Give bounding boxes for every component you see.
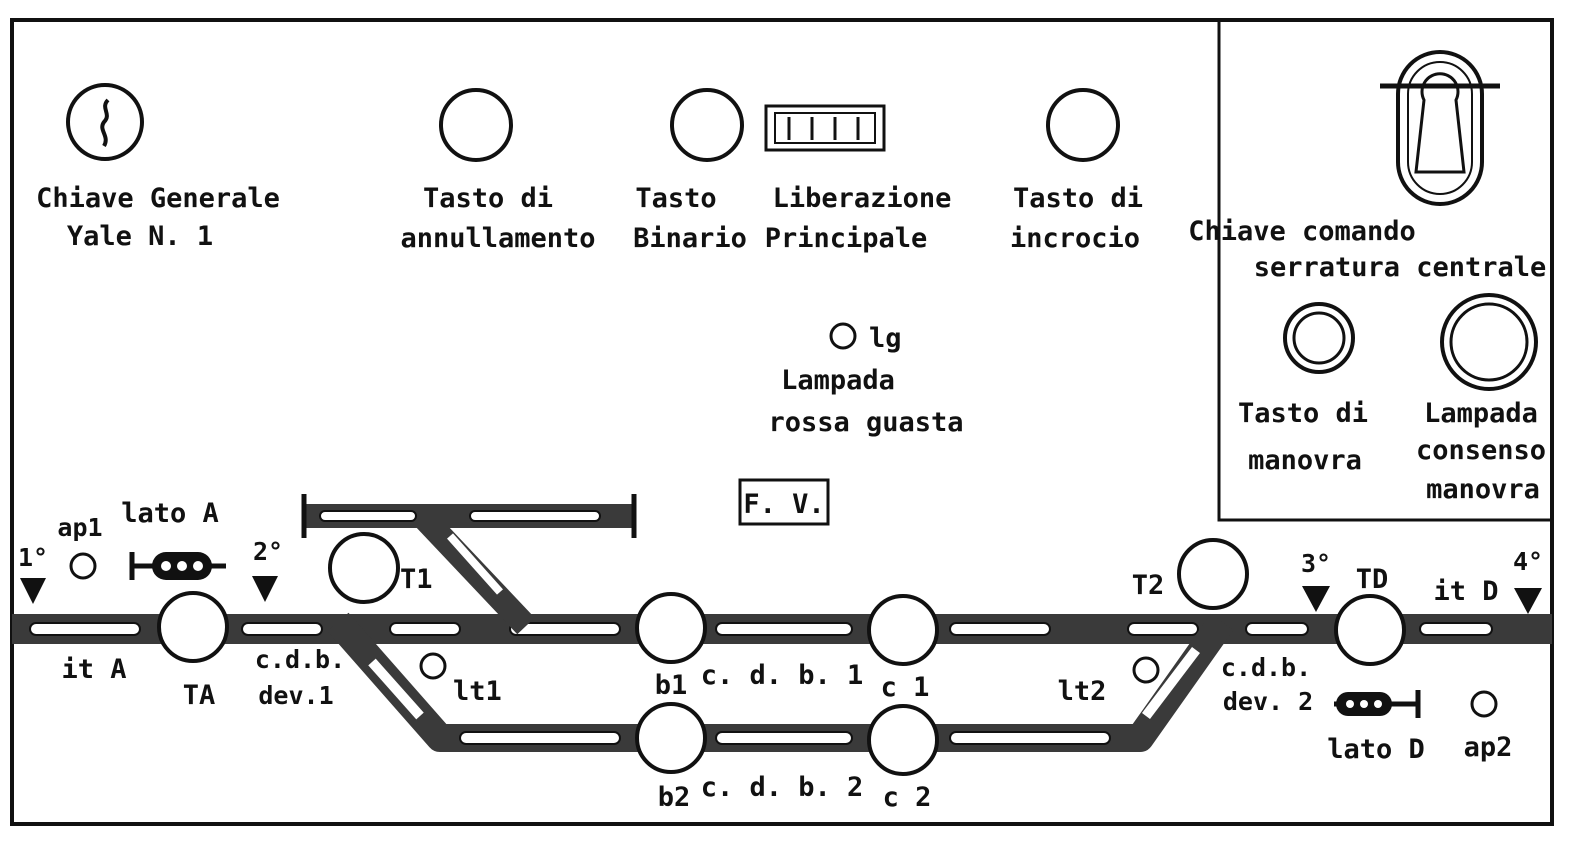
it-d-label: it D xyxy=(1433,576,1498,607)
lampada-consenso-label-1: Lampada xyxy=(1424,398,1538,429)
chiave-comando-label-1a: Chiave comando xyxy=(1188,216,1416,247)
signal-4-icon xyxy=(1514,588,1542,614)
button-c2 xyxy=(867,704,939,776)
lt1-label: lt1 xyxy=(453,676,502,707)
signal-2-icon xyxy=(252,576,278,602)
button-c1 xyxy=(867,594,939,666)
button-t1 xyxy=(328,532,400,604)
loop-track xyxy=(327,612,1234,752)
chiave-comando-label-2: serratura centrale xyxy=(1254,252,1547,283)
tasto-incrocio[interactable]: Tasto di incrocio xyxy=(1010,88,1143,254)
chiave-generale[interactable]: Chiave Generale Yale N. 1 xyxy=(36,83,280,252)
t1-label: T1 xyxy=(400,564,433,595)
lampada-guasta-label-1: Lampada xyxy=(781,365,895,396)
lato-d-label: lato D xyxy=(1327,734,1425,765)
fv-label: F. V. xyxy=(743,489,824,520)
signal-3-icon xyxy=(1302,586,1330,612)
lampada-guasta-label-2: rossa guasta xyxy=(768,407,963,438)
td-label: TD xyxy=(1356,564,1389,595)
b1-label: b1 xyxy=(655,670,688,701)
lamp-ap1 xyxy=(69,552,97,580)
cdb-dev2-label-2: dev. 2 xyxy=(1223,687,1313,716)
lampada-consenso-label-2: consenso xyxy=(1416,435,1546,466)
chiave-generale-label-1: Chiave Generale xyxy=(36,183,280,214)
right-sub-panel xyxy=(1217,22,1552,522)
ta-label: TA xyxy=(183,680,216,711)
tasto-annullamento[interactable]: Tasto di annullamento xyxy=(400,88,596,254)
main-track xyxy=(12,614,1552,644)
tasto-incrocio-label-2: incrocio xyxy=(1010,223,1140,254)
lato-a-label: lato A xyxy=(121,498,219,529)
track-buttons[interactable] xyxy=(157,532,1406,776)
tasto-binario-label-2: Binario xyxy=(633,223,747,254)
keyhole-icon[interactable]: Chiave comando serratura centrale xyxy=(1188,50,1547,283)
cdb-dev1-label-1: c.d.b. xyxy=(255,645,345,674)
cdb-dev1-label-2: dev.1 xyxy=(258,681,333,710)
track-labels: 1° ap1 lato A 2° T1 it A TA c.d.b. dev.1… xyxy=(18,498,1543,813)
lamp-ap2 xyxy=(1470,690,1498,718)
panel-frame xyxy=(10,18,1554,826)
lampada-consenso-label-3: manovra xyxy=(1426,474,1540,505)
t2-label: T2 xyxy=(1132,570,1165,601)
signals xyxy=(20,576,1542,614)
button-td xyxy=(1334,594,1406,666)
tasto-manovra-label-1: Tasto di xyxy=(1238,398,1368,429)
lamp-lt1 xyxy=(419,652,447,680)
tasto-manovra[interactable]: Tasto di manovra xyxy=(1238,302,1368,476)
signal-3-label: 3° xyxy=(1301,549,1331,578)
ap1-label: ap1 xyxy=(57,513,102,542)
c1-label: c 1 xyxy=(881,672,930,703)
tasto-annullamento-label-2: annullamento xyxy=(400,223,595,254)
tasto-manovra-label-2: manovra xyxy=(1248,445,1362,476)
signal-1-label: 1° xyxy=(18,543,48,572)
lampada-consenso-manovra: Lampada consenso manovra xyxy=(1416,293,1546,505)
signal-2-label: 2° xyxy=(253,537,283,566)
lato-a-lever-icon xyxy=(129,552,226,580)
small-lamps xyxy=(69,552,1498,718)
button-ta xyxy=(157,591,229,663)
chiave-generale-label-2: Yale N. 1 xyxy=(67,221,213,252)
tasto-incrocio-label-1: Tasto di xyxy=(1013,183,1143,214)
lampada-rossa-guasta: lg Lampada rossa guasta xyxy=(768,322,964,438)
siding-track xyxy=(301,494,637,635)
liberazione-indicator: Liberazione Principale xyxy=(764,104,952,254)
cdb-dev2-label-1: c.d.b. xyxy=(1221,653,1311,682)
signal-1-icon xyxy=(20,578,46,604)
signal-4-label: 4° xyxy=(1513,547,1543,576)
lamp-lt2 xyxy=(1132,656,1160,684)
fv-box: F. V. xyxy=(738,478,830,526)
button-t2 xyxy=(1177,538,1249,610)
lt2-label: lt2 xyxy=(1058,676,1107,707)
button-b2 xyxy=(635,702,707,774)
cdb1-label: c. d. b. 1 xyxy=(701,660,864,691)
button-b1 xyxy=(635,592,707,664)
it-a-label: it A xyxy=(61,654,126,685)
b2-label: b2 xyxy=(658,782,691,813)
lato-d-lever-icon xyxy=(1334,690,1421,718)
tasto-binario-label-1: Tasto xyxy=(635,183,716,214)
c2-label: c 2 xyxy=(883,782,932,813)
ap2-label: ap2 xyxy=(1464,732,1513,763)
lg-code: lg xyxy=(869,323,902,354)
liberazione-label-1: Liberazione xyxy=(773,183,952,214)
tasto-binario[interactable]: Tasto Binario xyxy=(633,88,747,254)
liberazione-label-2: Principale xyxy=(765,223,928,254)
tasto-annullamento-label-1: Tasto di xyxy=(423,183,553,214)
cdb2-label: c. d. b. 2 xyxy=(701,772,864,803)
